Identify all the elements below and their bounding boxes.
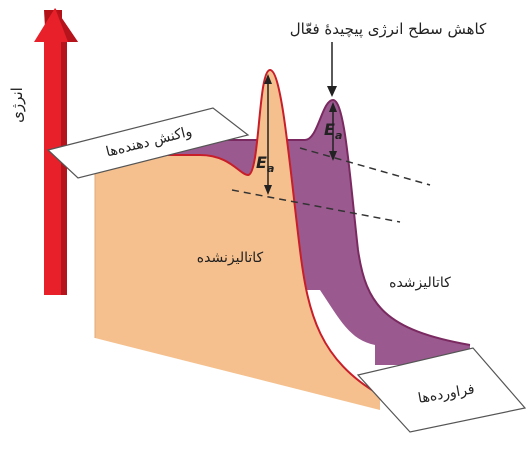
uncatalyzed-label: کاتالیزنشده [197, 250, 264, 266]
energy-axis-label: انرژی [8, 87, 26, 123]
catalyzed-label: کاتالیزشده [389, 275, 451, 291]
activated-complex-arrow [327, 42, 337, 97]
activated-complex-label: کاهش سطح انرژی پیچیدهٔ فعّال [290, 20, 487, 39]
